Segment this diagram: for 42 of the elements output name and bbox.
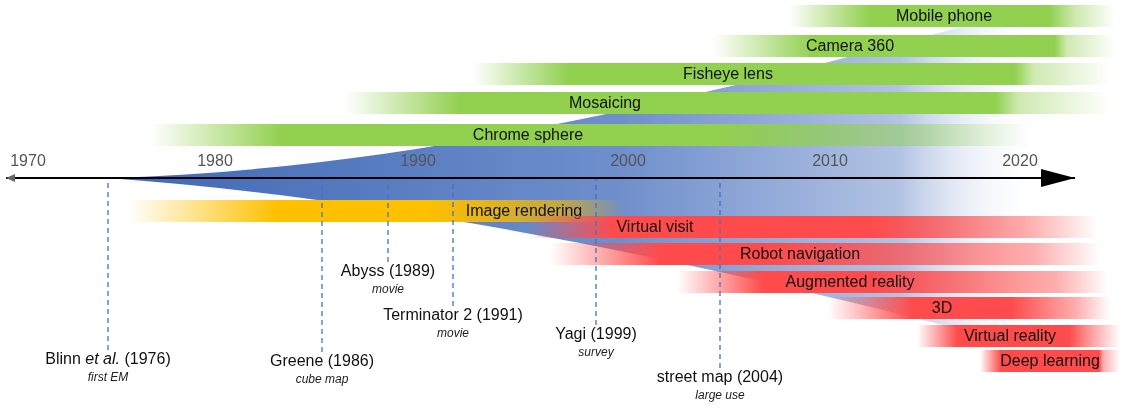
- year-label: 2000: [610, 152, 646, 170]
- leader-line: [321, 178, 323, 353]
- bar-label: Image rendering: [465, 202, 583, 220]
- timeline-bar: [980, 350, 1120, 372]
- timeline-bar: [917, 325, 1120, 347]
- event-note: large use: [695, 388, 745, 402]
- event-note: cube map: [295, 372, 349, 386]
- timeline-bar: [828, 297, 1110, 319]
- timeline-bar: [677, 271, 1108, 293]
- bar-label: Camera 360: [806, 37, 894, 55]
- leader-line: [452, 178, 454, 307]
- event-note: movie: [372, 282, 404, 296]
- timeline-bar: [788, 5, 1115, 27]
- event-label: Yagi (1999): [555, 325, 637, 343]
- timeline-bar: [128, 200, 625, 222]
- event-label: Greene (1986): [269, 352, 375, 370]
- bar-label: Mosaicing: [569, 94, 641, 112]
- event-label: Abyss (1989): [340, 262, 436, 280]
- timeline-bar: [473, 63, 1110, 85]
- event-note: movie: [437, 326, 469, 340]
- year-label: 2020: [1002, 152, 1038, 170]
- year-label: 1970: [10, 152, 46, 170]
- bar-label: Virtual reality: [963, 327, 1057, 345]
- event-note: survey: [578, 345, 614, 359]
- bar-label: Fisheye lens: [683, 65, 773, 83]
- timeline-bar: [713, 35, 1115, 57]
- event-label: Blinn et al. (1976): [45, 350, 171, 368]
- event-label: Terminator 2 (1991): [383, 306, 523, 324]
- bar-label: Mobile phone: [895, 7, 993, 25]
- year-label: 1980: [197, 152, 233, 170]
- bar-label: Augmented reality: [785, 273, 915, 291]
- leader-line: [387, 178, 389, 263]
- bar-label: Chrome sphere: [472, 126, 584, 144]
- bar-label: Deep learning: [1000, 352, 1100, 370]
- year-label: 1990: [400, 152, 436, 170]
- event-note: first EM: [87, 370, 129, 384]
- bar-label: 3D: [931, 299, 953, 317]
- bar-label: Virtual visit: [616, 218, 694, 236]
- leader-line: [595, 178, 597, 326]
- year-label: 2010: [812, 152, 848, 170]
- event-label: street map (2004): [656, 368, 784, 386]
- bar-label: Robot navigation: [739, 245, 861, 263]
